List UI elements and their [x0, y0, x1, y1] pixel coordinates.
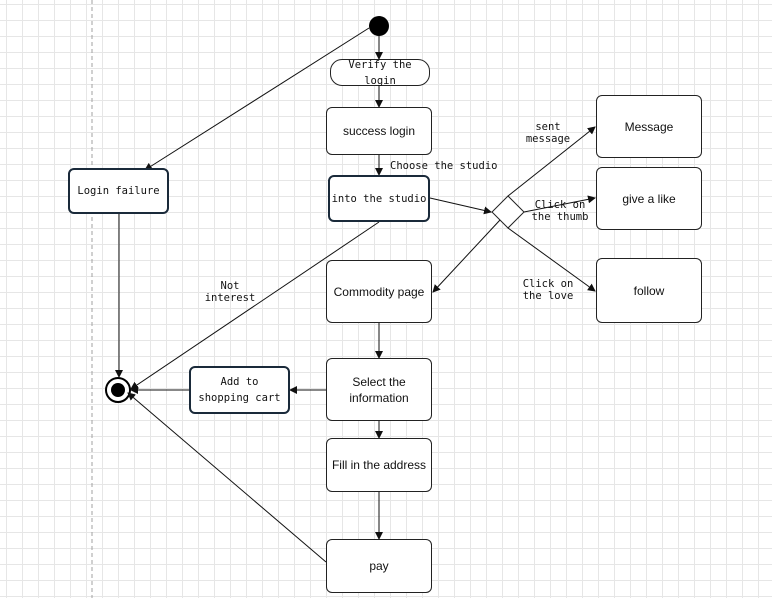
node-verify-login[interactable]: Verify the login: [330, 59, 430, 87]
label-click-love: Click on the love: [522, 278, 574, 302]
label-click-thumb: Click on the thumb: [531, 199, 589, 223]
node-into-studio[interactable]: into the studio: [328, 175, 430, 222]
label-choose-studio: Choose the studio: [390, 160, 498, 172]
label-sent-message: sent message: [525, 121, 571, 145]
node-give-like[interactable]: give a like: [596, 167, 702, 230]
edge-start-failure: [144, 27, 370, 171]
node-pay[interactable]: pay: [326, 539, 432, 593]
node-add-to-cart[interactable]: Add to shopping cart: [189, 366, 290, 414]
edge-diamond-like: [523, 195, 596, 213]
node-message[interactable]: Message: [596, 95, 702, 158]
node-follow[interactable]: follow: [596, 258, 702, 323]
node-fill-address[interactable]: Fill in the address: [326, 438, 432, 492]
edge-pay-end: [127, 392, 327, 563]
end-node-core: [111, 383, 125, 397]
edge-diamond-follow: [507, 227, 596, 292]
edge-diamond-message: [507, 126, 596, 197]
edge-diamond-commodity: [432, 219, 501, 293]
node-select-information[interactable]: Select the information: [326, 358, 432, 421]
edge-studio-end: [130, 221, 380, 390]
start-node: [369, 16, 389, 36]
edge-studio-diamond: [429, 197, 492, 215]
node-login-failure[interactable]: Login failure: [68, 168, 169, 214]
label-not-interest: Not interest: [204, 280, 256, 304]
node-success-login[interactable]: success login: [326, 107, 432, 155]
node-commodity-page[interactable]: Commodity page: [326, 260, 432, 323]
